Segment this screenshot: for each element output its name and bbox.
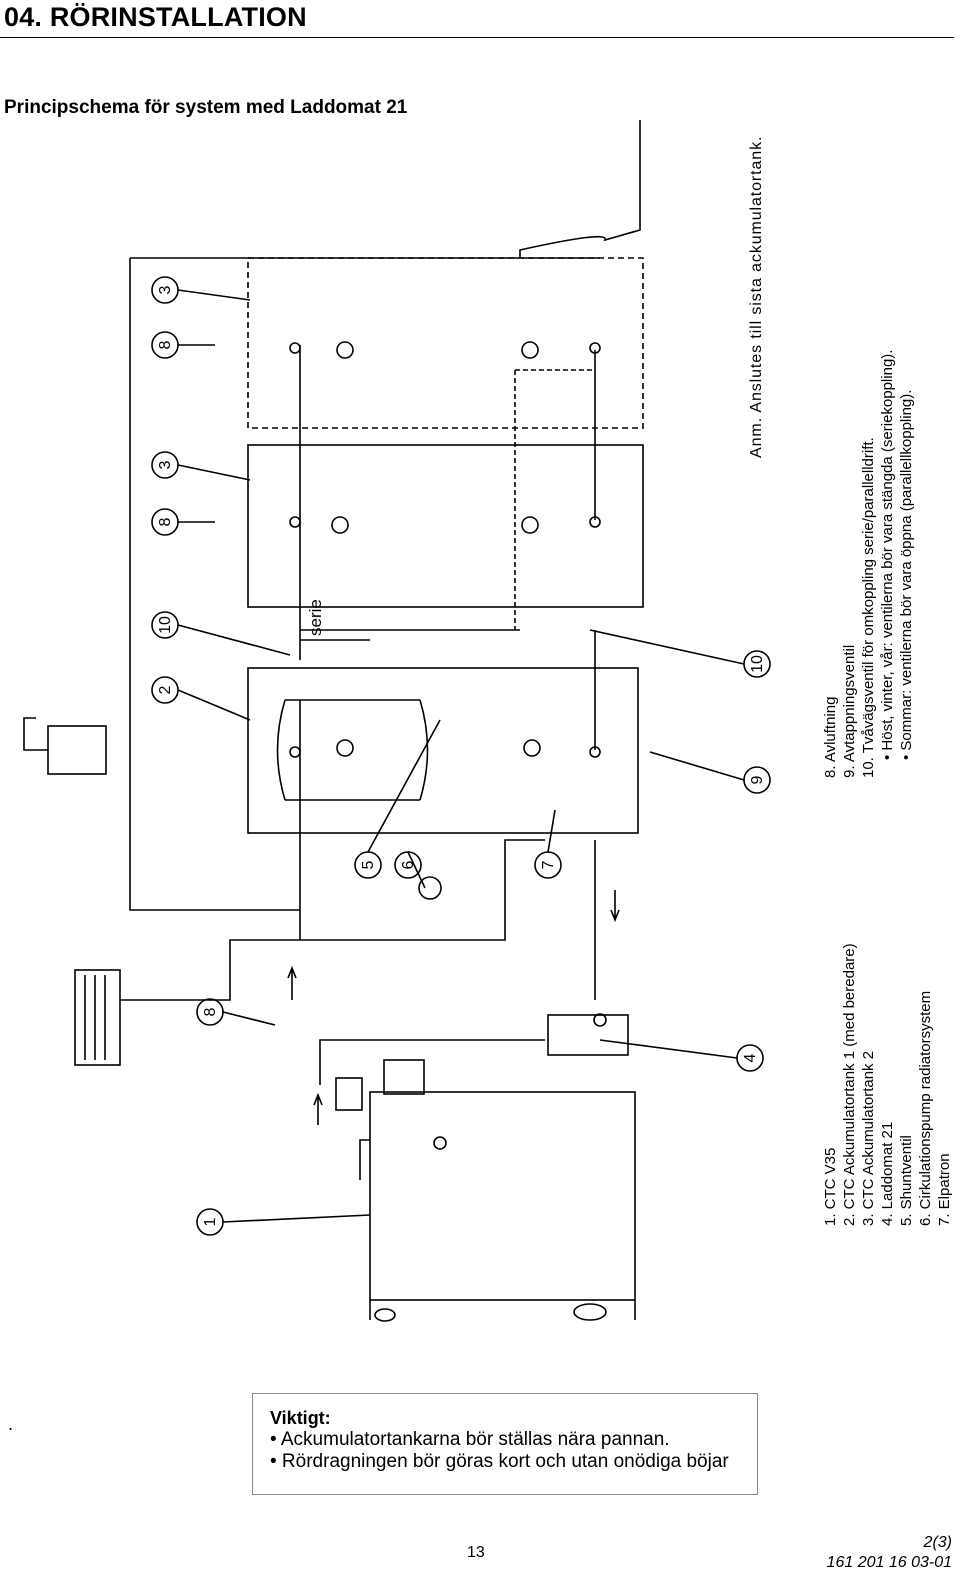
callout-8b: 8 [157, 517, 174, 526]
notice-item: • Rördragningen bör göras kort och utan … [270, 1451, 729, 1472]
legend-item: • Höst, vinter, vår: ventilerna bör vara… [879, 349, 896, 760]
sheet-number: 2(3) [923, 1534, 952, 1551]
sheet-info: 2(3) 161 201 16 03-01 [827, 1533, 952, 1573]
serie-label: serie [306, 599, 325, 636]
legend-item: 7. Elpatron [936, 1153, 953, 1226]
legend-item: 2. CTC Ackumulatortank 1 (med beredare) [841, 943, 858, 1226]
legend-item: 6. Cirkulationspump radiatorsystem [917, 990, 934, 1226]
legend-item: 9. Avtappningsventil [841, 644, 858, 778]
diagram-note: Anm. Anslutes till sista ackumulatortank… [748, 135, 765, 458]
title-rule [0, 37, 954, 38]
legend-item: 8. Avluftning [822, 696, 839, 778]
legend-item: • Sommar: ventilerna bör vara öppna (par… [898, 389, 915, 760]
boiler-gauge [433, 1136, 447, 1150]
callout-4: 4 [742, 1053, 759, 1062]
circulation-pump [418, 876, 442, 900]
diagram-subtitle: Principschema för system med Laddomat 21 [4, 97, 408, 118]
accumulator-tank-2 [247, 444, 644, 608]
notice-heading: Viktigt: [270, 1408, 331, 1428]
callout-8c: 8 [157, 340, 174, 349]
callout-7: 7 [540, 860, 557, 869]
callout-2: 2 [157, 685, 174, 694]
stray-dot: . [8, 1414, 14, 1434]
callout-10a: 10 [157, 616, 174, 634]
page-number: 13 [467, 1544, 485, 1561]
notice-box: Viktigt: • Ackumulatortankarna bör ställ… [252, 1393, 758, 1495]
radiator-pipe [120, 939, 300, 1001]
callout-3a: 3 [157, 460, 174, 469]
piping-schematic: 1 2 3 3 4 5 6 7 8 8 8 9 10 10 [23, 120, 771, 1322]
boiler-ctc-v35 [369, 1091, 636, 1301]
section-title: 04. RÖRINSTALLATION [4, 2, 307, 32]
accumulator-tank-1 [247, 667, 639, 834]
callout-3b: 3 [157, 285, 174, 294]
main-pipe [129, 120, 641, 911]
legend-item: 4. Laddomat 21 [879, 1121, 896, 1226]
document-number: 161 201 16 03-01 [826, 1554, 952, 1571]
callout-10b: 10 [749, 655, 766, 673]
callout-6: 6 [400, 860, 417, 869]
callout-8a: 8 [202, 1007, 219, 1016]
radiator [74, 969, 121, 1066]
legend-left: 1. CTC V35 2. CTC Ackumulatortank 1 (med… [822, 943, 953, 1226]
legend-item: 3. CTC Ackumulatortank 2 [860, 1050, 877, 1226]
expansion-vessel [47, 725, 107, 775]
boiler-fan [383, 1059, 425, 1095]
legend-right: 8. Avluftning 9. Avtappningsventil 10. T… [822, 349, 915, 778]
notice-item: • Ackumulatortankarna bör ställas nära p… [270, 1429, 670, 1450]
boiler-top-panel [335, 1077, 363, 1111]
accumulator-tank-3 [247, 257, 644, 429]
legend-item: 10. Tvåvägsventil för omkoppling serie/p… [860, 437, 877, 778]
legend-item: 1. CTC V35 [822, 1147, 839, 1226]
callout-5: 5 [360, 860, 377, 869]
laddomat-21 [547, 1014, 629, 1056]
callout-9: 9 [749, 775, 766, 784]
callout-1: 1 [202, 1217, 219, 1226]
legend-item: 5. Shuntventil [898, 1135, 915, 1226]
